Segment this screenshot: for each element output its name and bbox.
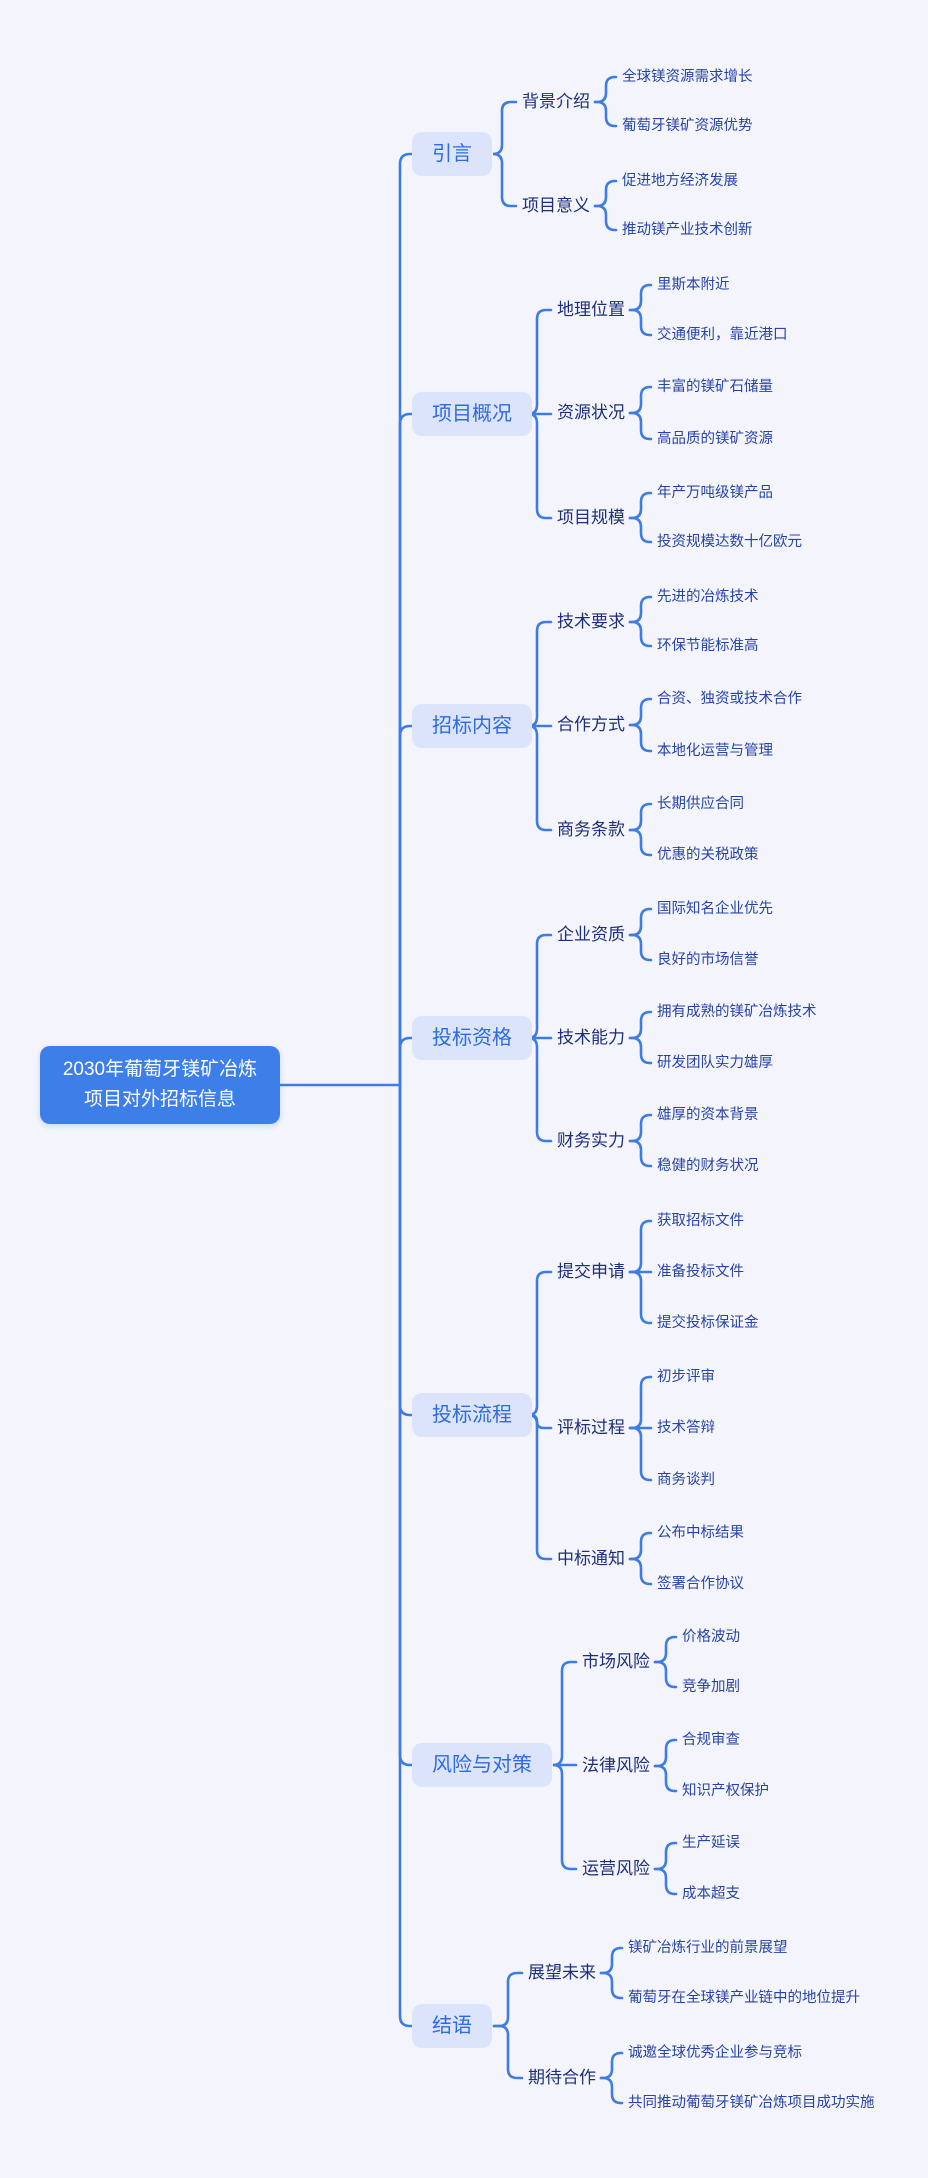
leaf-node[interactable]: 商务谈判 bbox=[657, 1472, 715, 1488]
sub-topic-node[interactable]: 法律风险 bbox=[582, 1756, 650, 1775]
leaf-node[interactable]: 良好的市场信誉 bbox=[657, 952, 759, 968]
sub-topic-node[interactable]: 技术要求 bbox=[557, 612, 625, 631]
leaf-node[interactable]: 价格波动 bbox=[682, 1629, 740, 1645]
branch-node-7[interactable]: 结语 bbox=[412, 2004, 492, 2048]
sub-topic-node[interactable]: 技术能力 bbox=[557, 1028, 625, 1047]
leaf-node[interactable]: 稳健的财务状况 bbox=[657, 1158, 759, 1174]
leaf-node[interactable]: 签署合作协议 bbox=[657, 1576, 744, 1592]
leaf-node[interactable]: 投资规模达数十亿欧元 bbox=[657, 534, 802, 550]
leaf-node[interactable]: 葡萄牙在全球镁产业链中的地位提升 bbox=[628, 1990, 860, 2006]
sub-topic-node[interactable]: 企业资质 bbox=[557, 925, 625, 944]
leaf-node[interactable]: 全球镁资源需求增长 bbox=[622, 69, 753, 85]
leaf-node[interactable]: 生产延误 bbox=[682, 1835, 740, 1851]
leaf-node[interactable]: 竞争加剧 bbox=[682, 1679, 740, 1695]
leaf-node[interactable]: 拥有成熟的镁矿冶炼技术 bbox=[657, 1004, 817, 1020]
sub-topic-node[interactable]: 项目规模 bbox=[557, 508, 625, 527]
sub-topic-node[interactable]: 展望未来 bbox=[528, 1963, 596, 1982]
leaf-node[interactable]: 里斯本附近 bbox=[657, 277, 730, 293]
branch-node-2[interactable]: 项目概况 bbox=[412, 392, 532, 436]
sub-topic-node[interactable]: 提交申请 bbox=[557, 1262, 625, 1281]
leaf-node[interactable]: 优惠的关税政策 bbox=[657, 847, 759, 863]
sub-topic-node[interactable]: 商务条款 bbox=[557, 820, 625, 839]
leaf-node[interactable]: 高品质的镁矿资源 bbox=[657, 431, 773, 447]
branch-node-4[interactable]: 投标资格 bbox=[412, 1016, 532, 1060]
leaf-node[interactable]: 知识产权保护 bbox=[682, 1783, 769, 1799]
leaf-node[interactable]: 本地化运营与管理 bbox=[657, 743, 773, 759]
branch-node-6[interactable]: 风险与对策 bbox=[412, 1743, 552, 1787]
leaf-node[interactable]: 促进地方经济发展 bbox=[622, 173, 738, 189]
leaf-node[interactable]: 镁矿冶炼行业的前景展望 bbox=[628, 1940, 788, 1956]
leaf-node[interactable]: 获取招标文件 bbox=[657, 1213, 744, 1229]
sub-topic-node[interactable]: 评标过程 bbox=[557, 1418, 625, 1437]
sub-topic-node[interactable]: 财务实力 bbox=[557, 1131, 625, 1150]
leaf-node[interactable]: 环保节能标准高 bbox=[657, 638, 759, 654]
leaf-node[interactable]: 初步评审 bbox=[657, 1369, 715, 1385]
sub-topic-node[interactable]: 中标通知 bbox=[557, 1549, 625, 1568]
sub-topic-node[interactable]: 地理位置 bbox=[557, 300, 625, 319]
branch-node-5[interactable]: 投标流程 bbox=[412, 1393, 532, 1437]
leaf-node[interactable]: 推动镁产业技术创新 bbox=[622, 222, 753, 238]
sub-topic-node[interactable]: 资源状况 bbox=[557, 403, 625, 422]
leaf-node[interactable]: 诚邀全球优秀企业参与竞标 bbox=[628, 2045, 802, 2061]
leaf-node[interactable]: 长期供应合同 bbox=[657, 796, 744, 812]
sub-topic-node[interactable]: 运营风险 bbox=[582, 1859, 650, 1878]
leaf-node[interactable]: 年产万吨级镁产品 bbox=[657, 485, 773, 501]
leaf-node[interactable]: 合资、独资或技术合作 bbox=[657, 691, 802, 707]
leaf-node[interactable]: 雄厚的资本背景 bbox=[657, 1107, 759, 1123]
sub-topic-node[interactable]: 项目意义 bbox=[522, 196, 590, 215]
sub-topic-node[interactable]: 合作方式 bbox=[557, 715, 625, 734]
sub-topic-node[interactable]: 市场风险 bbox=[582, 1652, 650, 1671]
leaf-node[interactable]: 准备投标文件 bbox=[657, 1264, 744, 1280]
branch-node-1[interactable]: 引言 bbox=[412, 132, 492, 176]
leaf-node[interactable]: 技术答辩 bbox=[657, 1420, 715, 1436]
sub-topic-node[interactable]: 期待合作 bbox=[528, 2068, 596, 2087]
leaf-node[interactable]: 葡萄牙镁矿资源优势 bbox=[622, 118, 753, 134]
sub-topic-node[interactable]: 背景介绍 bbox=[522, 92, 590, 111]
leaf-node[interactable]: 提交投标保证金 bbox=[657, 1315, 759, 1331]
leaf-node[interactable]: 先进的冶炼技术 bbox=[657, 589, 759, 605]
leaf-node[interactable]: 国际知名企业优先 bbox=[657, 901, 773, 917]
leaf-node[interactable]: 研发团队实力雄厚 bbox=[657, 1055, 773, 1071]
leaf-node[interactable]: 交通便利，靠近港口 bbox=[657, 327, 788, 343]
root-node[interactable]: 2030年葡萄牙镁矿冶炼项目对外招标信息 bbox=[40, 1046, 280, 1124]
leaf-node[interactable]: 共同推动葡萄牙镁矿冶炼项目成功实施 bbox=[628, 2095, 875, 2111]
branch-node-3[interactable]: 招标内容 bbox=[412, 704, 532, 748]
leaf-node[interactable]: 成本超支 bbox=[682, 1886, 740, 1902]
leaf-node[interactable]: 丰富的镁矿石储量 bbox=[657, 379, 773, 395]
leaf-node[interactable]: 合规审查 bbox=[682, 1732, 740, 1748]
leaf-node[interactable]: 公布中标结果 bbox=[657, 1525, 744, 1541]
